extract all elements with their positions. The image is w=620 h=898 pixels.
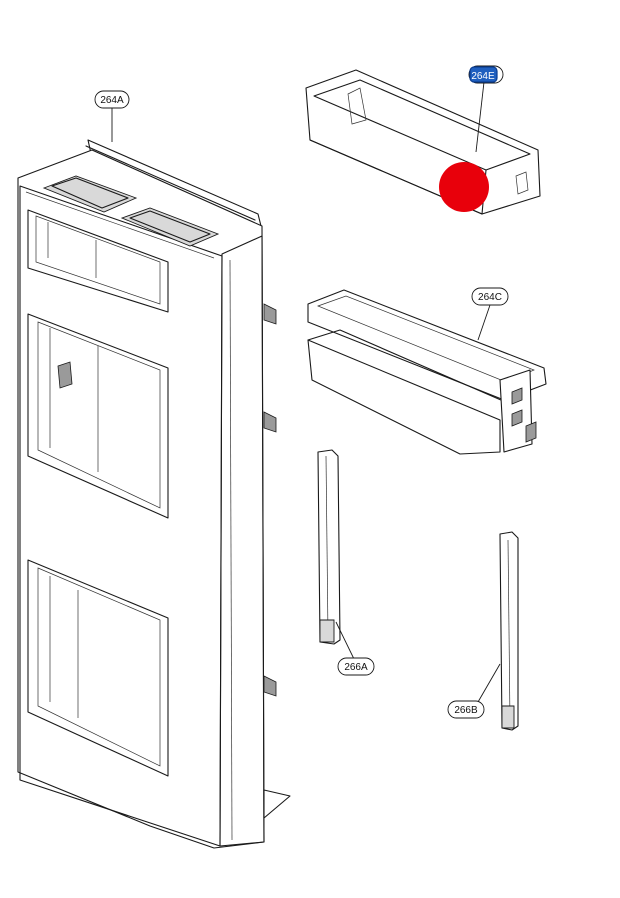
callout-264A[interactable]: 264A: [94, 90, 130, 142]
top-door-basket-part[interactable]: [305, 69, 541, 215]
callout-266A[interactable]: 266A: [335, 621, 375, 676]
callout-highlight-box: [469, 66, 498, 83]
callout-label: 266B: [454, 705, 478, 716]
callout-label: 264C: [478, 292, 502, 303]
left-trim-strip-part[interactable]: [317, 449, 341, 645]
door-liner-part[interactable]: [17, 139, 291, 849]
callout-label: 264E: [471, 71, 495, 82]
callout-264C[interactable]: 264C: [471, 287, 509, 341]
red-marker-dot: [439, 162, 489, 212]
callout-264E[interactable]: 264E: [468, 65, 504, 153]
right-trim-strip-part[interactable]: [499, 531, 519, 731]
callout-266B[interactable]: 266B: [447, 663, 501, 719]
callout-label: 266A: [344, 662, 368, 673]
callout-label: 264A: [100, 95, 124, 106]
middle-door-basket-part[interactable]: [307, 289, 547, 455]
